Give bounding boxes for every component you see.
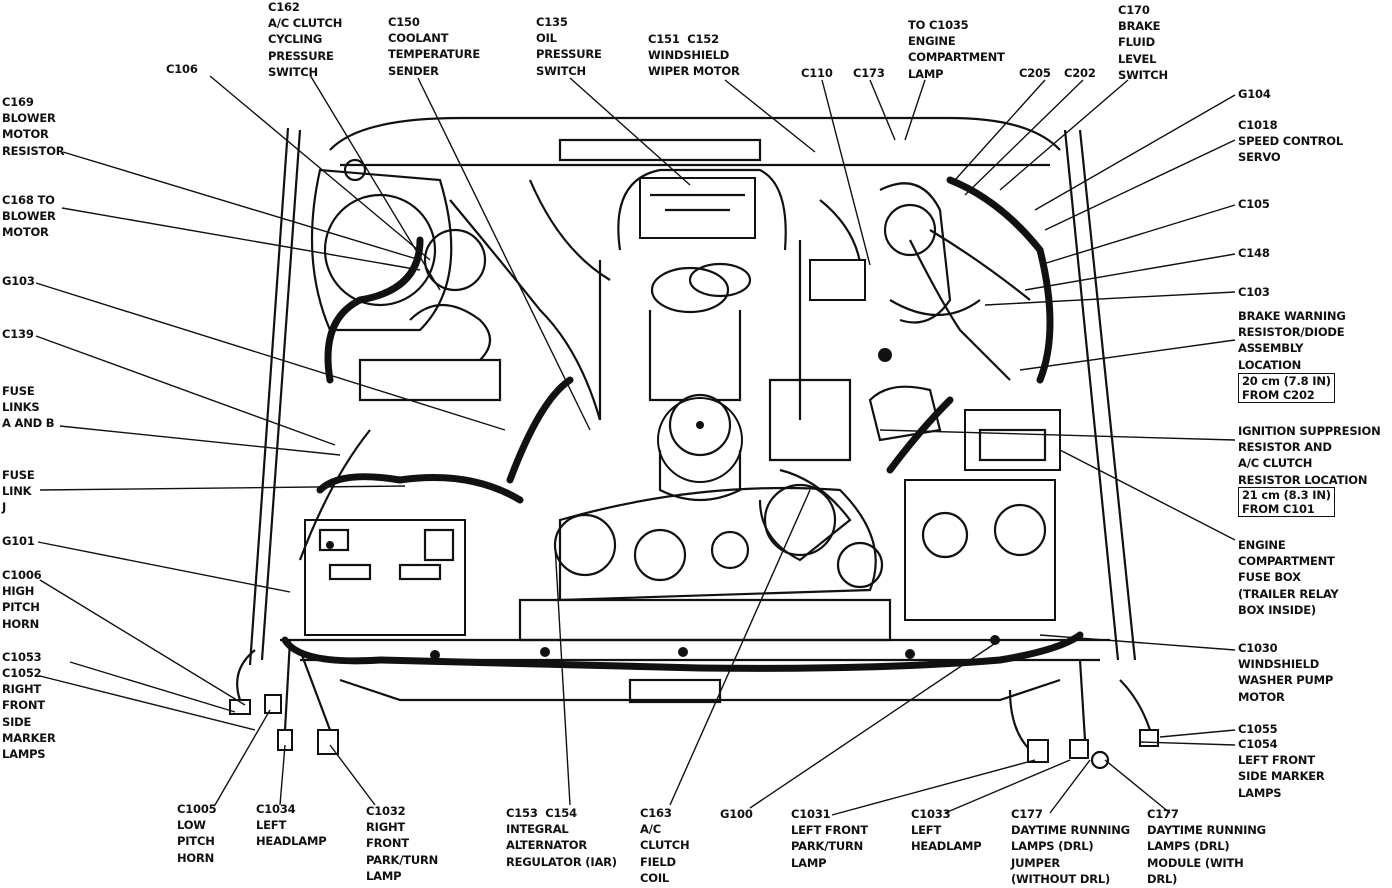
- label-c148: C148: [1238, 246, 1270, 260]
- label-g104: G104: [1238, 87, 1271, 101]
- label-ignition-location-box: 21 cm (8.3 IN) FROM C101: [1238, 487, 1335, 517]
- label-fuse-link-j: FUSE LINK J: [2, 468, 35, 515]
- label-c1035-engine-compartment-lamp: TO C1035 ENGINE COMPARTMENT LAMP: [908, 18, 1005, 81]
- label-c106: C106: [166, 62, 198, 76]
- label-c169-blower-motor-resistor: C169 BLOWER MOTOR RESISTOR: [2, 95, 65, 158]
- label-c139: C139: [2, 327, 34, 341]
- label-c205: C205: [1019, 66, 1051, 80]
- label-brake-warning-location-box: 20 cm (7.8 IN) FROM C202: [1238, 373, 1335, 403]
- label-c177-drl-module: C177 DAYTIME RUNNING LAMPS (DRL) MODULE …: [1147, 807, 1266, 886]
- label-c1031-left-front-park-turn-lamp: C1031 LEFT FRONT PARK/TURN LAMP: [791, 807, 868, 870]
- label-c153-c154-integral-alternator-regulator: C153 C154 INTEGRAL ALTERNATOR REGULATOR …: [506, 806, 617, 869]
- label-c1006-high-pitch-horn: C1006 HIGH PITCH HORN: [2, 568, 42, 631]
- label-c1055: C1055: [1238, 722, 1278, 736]
- label-ignition-suppression-resistor: IGNITION SUPPRESION RESISTOR AND A/C CLU…: [1238, 424, 1381, 487]
- label-g100: G100: [720, 807, 753, 821]
- label-c105: C105: [1238, 197, 1270, 211]
- label-c1032-right-front-park-turn-lamp: C1032 RIGHT FRONT PARK/TURN LAMP: [366, 804, 439, 883]
- label-c1034-left-headlamp: C1034 LEFT HEADLAMP: [256, 802, 327, 849]
- label-brake-warning-resistor-diode: BRAKE WARNING RESISTOR/DIODE ASSEMBLY LO…: [1238, 309, 1346, 372]
- label-c202: C202: [1064, 66, 1096, 80]
- label-c168-to-blower-motor: C168 TO BLOWER MOTOR: [2, 193, 56, 240]
- label-c177-drl-jumper: C177 DAYTIME RUNNING LAMPS (DRL) JUMPER …: [1011, 807, 1130, 886]
- label-g103: G103: [2, 274, 35, 288]
- label-c162-ac-clutch-cycling-pressure-switch: C162 A/C CLUTCH CYCLING PRESSURE SWITCH: [268, 0, 343, 79]
- label-c150-coolant-temperature-sender: C150 COOLANT TEMPERATURE SENDER: [388, 15, 480, 78]
- engine-compartment-drawing: [229, 116, 1159, 770]
- label-c173: C173: [853, 66, 885, 80]
- label-g101: G101: [2, 534, 35, 548]
- label-c170-brake-fluid-level-switch: C170 BRAKE FLUID LEVEL SWITCH: [1118, 3, 1168, 82]
- label-engine-compartment-fuse-box: ENGINE COMPARTMENT FUSE BOX (TRAILER REL…: [1238, 538, 1339, 617]
- label-c1054-left-front-side-marker-lamps: C1054 LEFT FRONT SIDE MARKER LAMPS: [1238, 737, 1325, 800]
- label-c1018-speed-control-servo: C1018 SPEED CONTROL SERVO: [1238, 118, 1344, 165]
- label-c1033-left-headlamp: C1033 LEFT HEADLAMP: [911, 807, 982, 854]
- label-c103: C103: [1238, 285, 1270, 299]
- label-fuse-links-a-and-b: FUSE LINKS A AND B: [2, 384, 55, 431]
- label-c1053: C1053: [2, 650, 42, 664]
- label-c163-ac-clutch-field-coil: C163 A/C CLUTCH FIELD COIL: [640, 806, 690, 885]
- label-c1052-right-front-side-marker-lamps: C1052 RIGHT FRONT SIDE MARKER LAMPS: [2, 666, 56, 762]
- label-c135-oil-pressure-switch: C135 OIL PRESSURE SWITCH: [536, 15, 602, 78]
- label-c110: C110: [801, 66, 833, 80]
- callout-leader-lines: [35, 74, 1236, 816]
- label-c1030-windshield-washer-pump-motor: C1030 WINDSHIELD WASHER PUMP MOTOR: [1238, 641, 1334, 704]
- label-c1005-low-pitch-horn: C1005 LOW PITCH HORN: [177, 802, 217, 865]
- label-c151-c152-windshield-wiper-motor: C151 C152 WINDSHIELD WIPER MOTOR: [648, 32, 740, 79]
